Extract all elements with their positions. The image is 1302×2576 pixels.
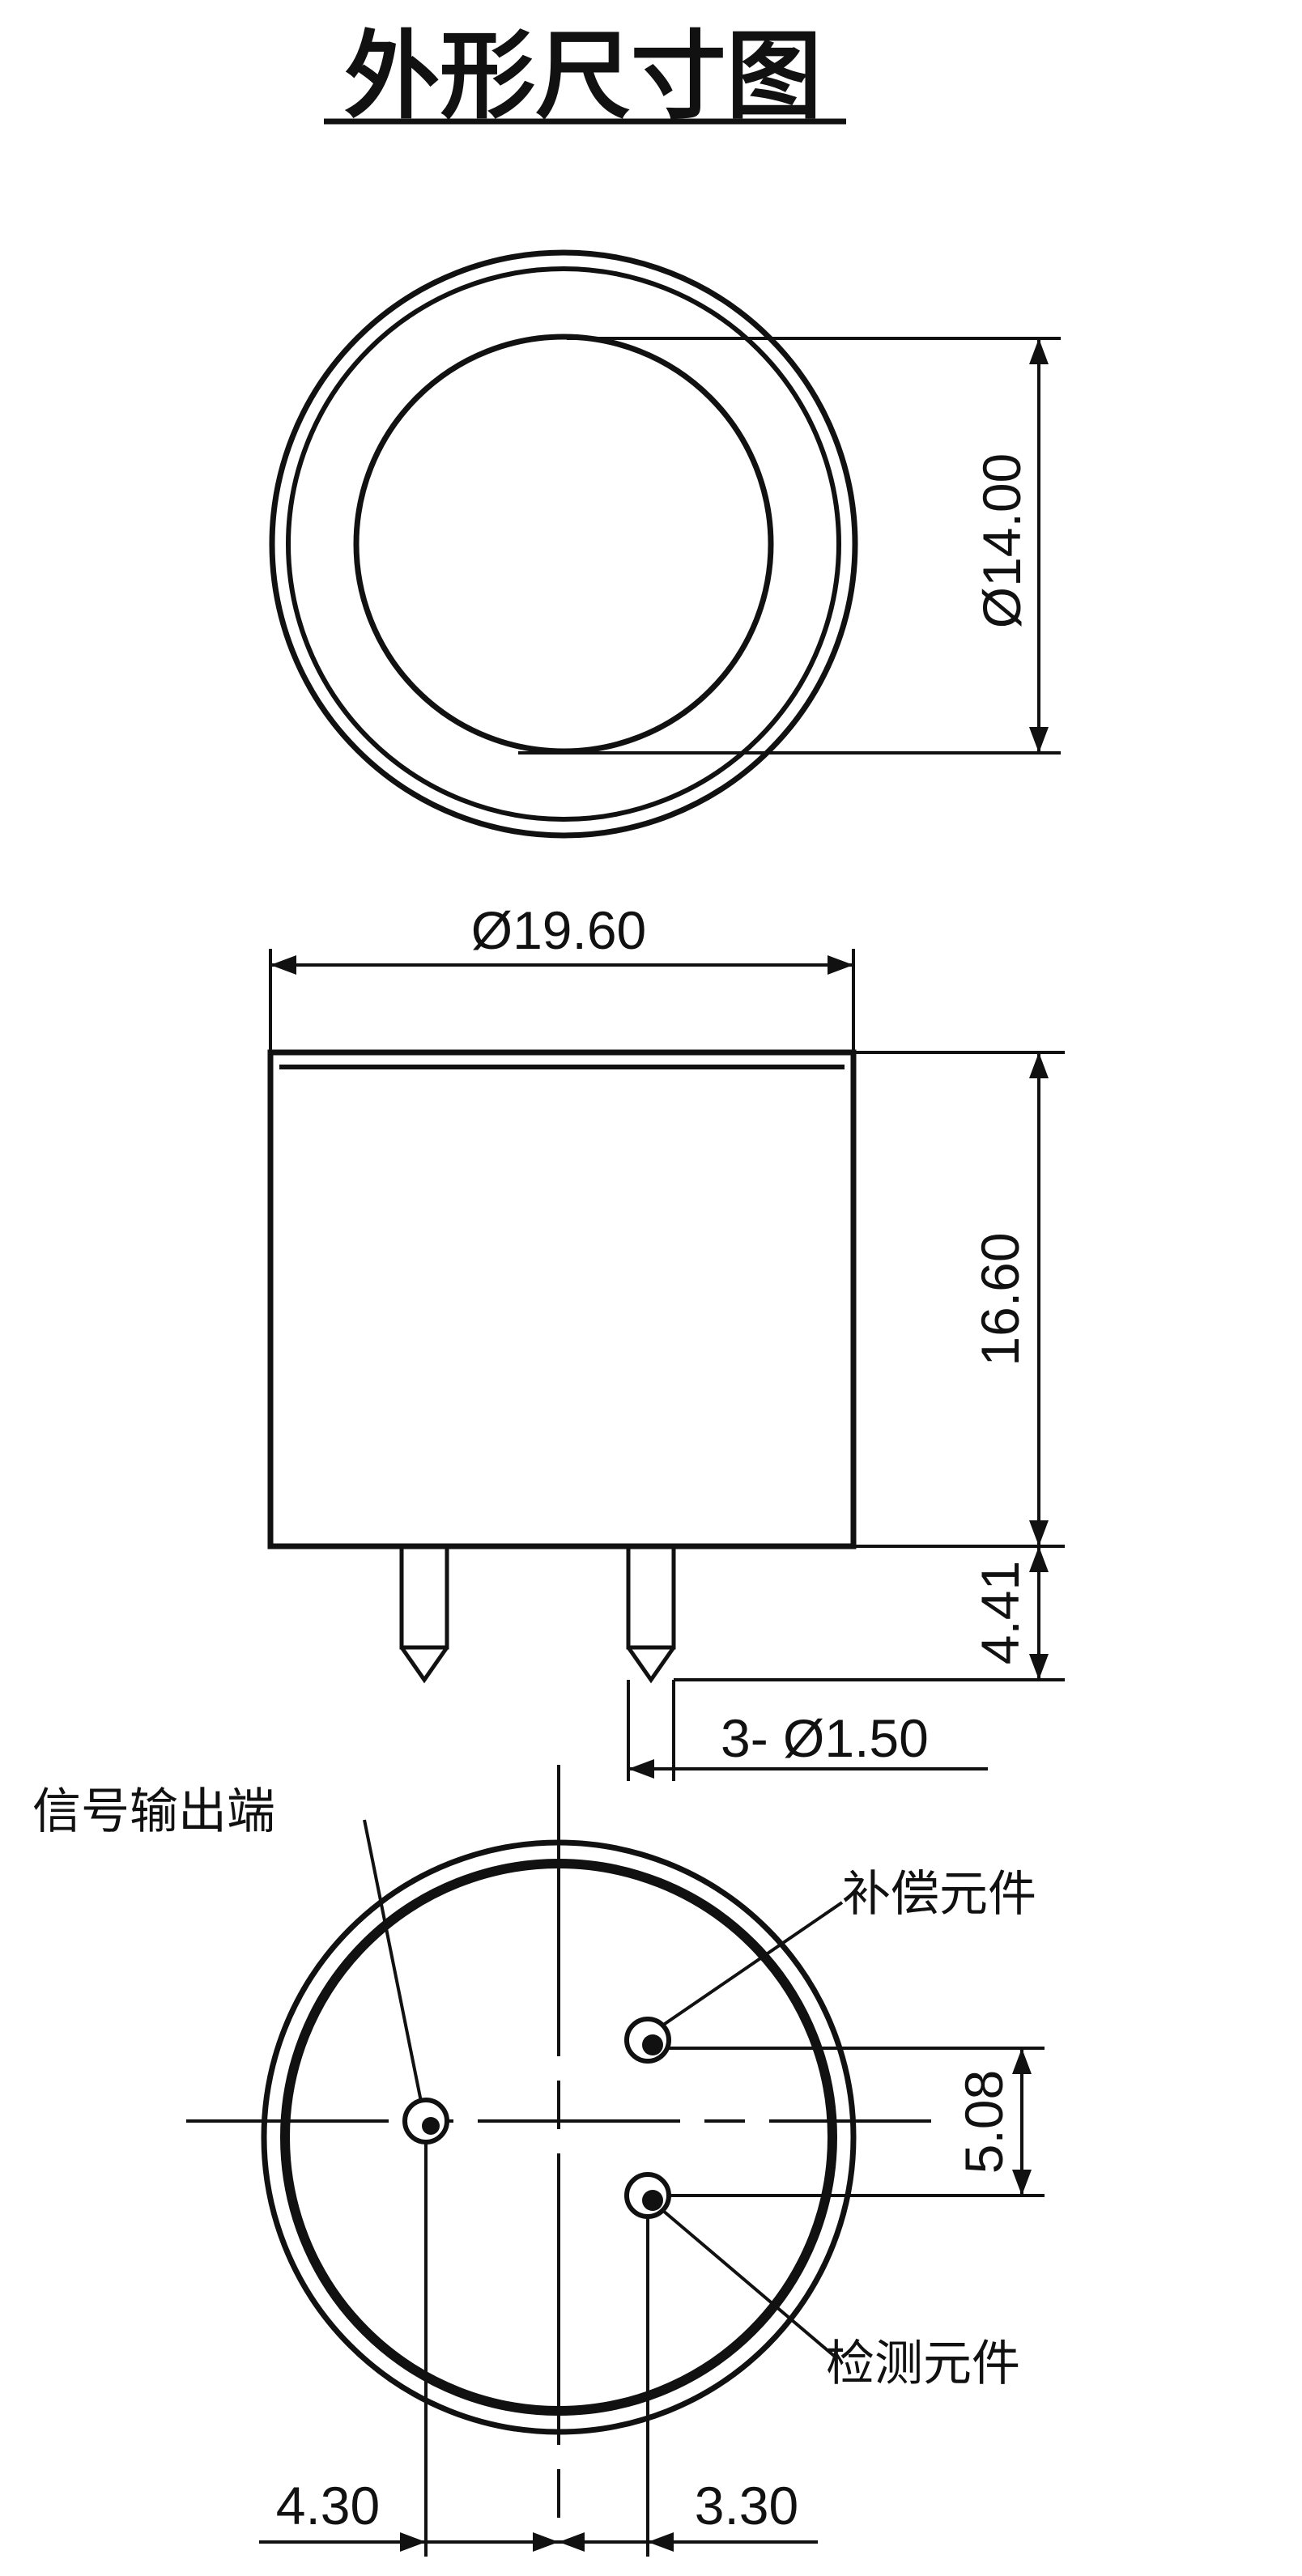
detection-leader — [661, 2208, 836, 2357]
pin-spec-label: 3- Ø1.50 — [721, 1708, 929, 1768]
height-arrow-bottom — [1029, 1654, 1049, 1680]
outer-diameter-arrow-right — [828, 955, 853, 975]
body-height-label: 16.60 — [970, 1232, 1030, 1366]
outer-diameter-arrow-left — [270, 955, 296, 975]
offset-arrow-right-b — [648, 2532, 674, 2552]
side-view: Ø19.60 16.60 4.41 3- Ø1.50 — [267, 900, 1065, 1781]
height-arrow-top — [1029, 1052, 1049, 1078]
title-block: 外形尺寸图 — [324, 20, 846, 132]
signal-output-label: 信号输出端 — [32, 1783, 275, 1840]
pin-signal-output — [402, 2098, 449, 2145]
spacing-arrow-up — [1012, 2048, 1032, 2074]
spacing-arrow-down — [1012, 2170, 1032, 2196]
top-outer-ring — [269, 249, 858, 839]
top-arrow-up — [1029, 338, 1049, 364]
compensation-element-label: 补偿元件 — [842, 1866, 1036, 1923]
pin-compensation — [624, 2017, 671, 2064]
pin-spec-arrow — [628, 1759, 654, 1779]
side-pin-right — [626, 1544, 676, 1684]
pin-spacing-label: 5.08 — [954, 2070, 1014, 2174]
drawing-title: 外形尺寸图 — [344, 20, 822, 132]
pin-length-label: 4.41 — [970, 1561, 1030, 1664]
top-diameter-label: Ø14.00 — [972, 453, 1032, 629]
offset-arrow-right-a — [559, 2532, 585, 2552]
offset-arrow-left-a — [400, 2532, 426, 2552]
height-arrow-mid-up — [1029, 1520, 1049, 1546]
signal-output-leader — [363, 1819, 423, 2102]
detection-element-label: 检测元件 — [826, 2336, 1020, 2392]
bottom-view: 5.08 4.30 3.30 信号输出端 补偿元件 检测元件 — [32, 1765, 1045, 2557]
side-pin-left — [399, 1544, 449, 1684]
sensor-body — [267, 1049, 857, 1549]
top-inner-window — [353, 334, 774, 755]
offset-left-label: 4.30 — [276, 2476, 380, 2536]
top-view: Ø14.00 — [269, 249, 1061, 839]
top-outer-ring-inner — [286, 266, 841, 822]
compensation-leader — [661, 1901, 844, 2027]
top-arrow-down — [1029, 727, 1049, 753]
offset-right-label: 3.30 — [695, 2476, 798, 2536]
outer-diameter-label: Ø19.60 — [471, 900, 647, 960]
height-arrow-mid-down — [1029, 1546, 1049, 1572]
offset-arrow-left-b — [533, 2532, 559, 2552]
